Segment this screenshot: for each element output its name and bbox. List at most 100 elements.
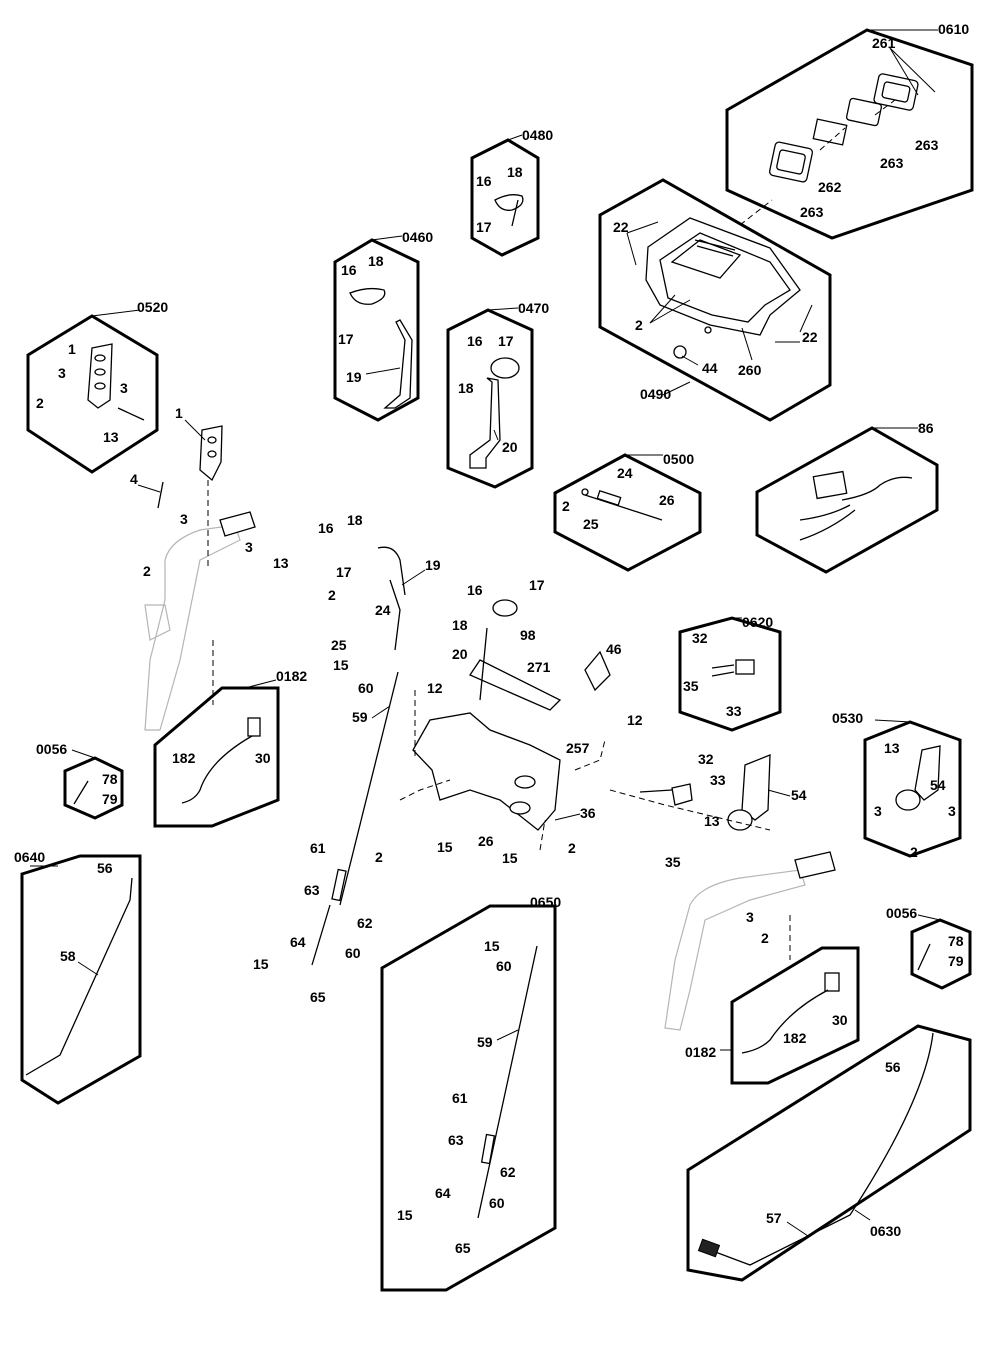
group-code-0056: 0056 bbox=[36, 741, 67, 757]
callout-182: 182 bbox=[172, 750, 196, 766]
group-code-86: 86 bbox=[918, 420, 934, 436]
callout-4: 4 bbox=[130, 471, 138, 487]
callout-65: 65 bbox=[455, 1240, 471, 1256]
callout-22: 22 bbox=[613, 219, 629, 235]
callout-263: 263 bbox=[800, 204, 824, 220]
callout-271: 271 bbox=[527, 659, 551, 675]
callout-35: 35 bbox=[683, 678, 699, 694]
group-0620: 0620 32 35 33 bbox=[678, 614, 782, 732]
group-0470: 0470 16 17 18 20 bbox=[446, 300, 549, 489]
callout-18: 18 bbox=[347, 512, 363, 528]
group-0530: 0530 13 54 3 3 2 bbox=[832, 710, 962, 860]
callout-3: 3 bbox=[120, 380, 128, 396]
callout-19: 19 bbox=[425, 557, 441, 573]
callout-2: 2 bbox=[635, 317, 643, 333]
group-code-0610: 0610 bbox=[938, 21, 969, 37]
callout-1: 1 bbox=[68, 341, 76, 357]
callout-46: 46 bbox=[606, 641, 622, 657]
connector-line bbox=[739, 199, 773, 226]
group-0500: 0500 24 2 26 25 bbox=[553, 451, 702, 572]
callout-15: 15 bbox=[397, 1207, 413, 1223]
callout-56: 56 bbox=[97, 860, 113, 876]
callout-3: 3 bbox=[948, 803, 956, 819]
callout-59: 59 bbox=[477, 1034, 493, 1050]
callout-60: 60 bbox=[496, 958, 512, 974]
callout-17: 17 bbox=[529, 577, 545, 593]
callout-24: 24 bbox=[617, 465, 633, 481]
callout-25: 25 bbox=[331, 637, 347, 653]
callout-32: 32 bbox=[698, 751, 714, 767]
callout-263: 263 bbox=[880, 155, 904, 171]
callout-30: 30 bbox=[832, 1012, 848, 1028]
group-code-0620: 0620 bbox=[742, 614, 773, 630]
callout-33: 33 bbox=[710, 772, 726, 788]
callout-32: 32 bbox=[692, 630, 708, 646]
callout-64: 64 bbox=[290, 934, 306, 950]
callout-65: 65 bbox=[310, 989, 326, 1005]
callout-18: 18 bbox=[458, 380, 474, 396]
group-0056-right: 0056 78 79 bbox=[886, 905, 972, 990]
callout-262: 262 bbox=[818, 179, 842, 195]
callout-18: 18 bbox=[452, 617, 468, 633]
group-0460: 0460 16 18 17 19 bbox=[333, 229, 433, 422]
callout-56: 56 bbox=[885, 1059, 901, 1075]
group-0520: 0520 1 3 3 2 13 bbox=[26, 299, 168, 474]
callout-13: 13 bbox=[273, 555, 289, 571]
callout-3: 3 bbox=[746, 909, 754, 925]
callout-15: 15 bbox=[502, 850, 518, 866]
group-code-0182: 0182 bbox=[276, 668, 307, 684]
callout-15: 15 bbox=[484, 938, 500, 954]
group-86: 86 bbox=[755, 420, 939, 574]
callout-182: 182 bbox=[783, 1030, 807, 1046]
group-code-0490: 0490 bbox=[640, 386, 671, 402]
callout-3: 3 bbox=[874, 803, 882, 819]
callout-60: 60 bbox=[345, 945, 361, 961]
callout-98: 98 bbox=[520, 627, 536, 643]
group-code-0530: 0530 bbox=[832, 710, 863, 726]
callout-13: 13 bbox=[704, 813, 720, 829]
callout-2: 2 bbox=[761, 930, 769, 946]
callout-79: 79 bbox=[102, 791, 118, 807]
callout-15: 15 bbox=[333, 657, 349, 673]
callout-17: 17 bbox=[498, 333, 514, 349]
callout-13: 13 bbox=[103, 429, 119, 445]
callout-26: 26 bbox=[478, 833, 494, 849]
callout-35: 35 bbox=[665, 854, 681, 870]
group-code-0640: 0640 bbox=[14, 849, 45, 865]
callout-61: 61 bbox=[310, 840, 326, 856]
callout-58: 58 bbox=[60, 948, 76, 964]
callout-54: 54 bbox=[930, 777, 946, 793]
callout-260: 260 bbox=[738, 362, 762, 378]
group-0480: 0480 16 18 17 bbox=[470, 127, 553, 257]
callout-78: 78 bbox=[102, 771, 118, 787]
callout-44: 44 bbox=[702, 360, 718, 376]
callout-24: 24 bbox=[375, 602, 391, 618]
callout-13: 13 bbox=[884, 740, 900, 756]
callout-64: 64 bbox=[435, 1185, 451, 1201]
callout-19: 19 bbox=[346, 369, 362, 385]
callout-257: 257 bbox=[566, 740, 590, 756]
group-0182-left: 0182 182 30 bbox=[153, 668, 307, 828]
callout-1: 1 bbox=[175, 405, 183, 421]
callout-61: 61 bbox=[452, 1090, 468, 1106]
callout-263: 263 bbox=[915, 137, 939, 153]
callout-33: 33 bbox=[726, 703, 742, 719]
callout-25: 25 bbox=[583, 516, 599, 532]
group-0182-right: 0182 182 30 bbox=[685, 946, 860, 1085]
callout-16: 16 bbox=[318, 520, 334, 536]
callout-2: 2 bbox=[328, 587, 336, 603]
callout-57: 57 bbox=[766, 1210, 782, 1226]
callout-3: 3 bbox=[180, 511, 188, 527]
callout-54: 54 bbox=[791, 787, 807, 803]
callout-2: 2 bbox=[143, 563, 151, 579]
callout-17: 17 bbox=[338, 331, 354, 347]
group-code-0630: 0630 bbox=[870, 1223, 901, 1239]
group-code-0500: 0500 bbox=[663, 451, 694, 467]
group-0056-left: 0056 78 79 bbox=[36, 741, 124, 820]
callout-78: 78 bbox=[948, 933, 964, 949]
main-assembly: 1 4 3 2 3 13 16 18 17 19 2 24 25 15 60 5… bbox=[130, 405, 836, 1031]
callout-17: 17 bbox=[336, 564, 352, 580]
callout-63: 63 bbox=[448, 1132, 464, 1148]
group-0640: 0640 56 58 bbox=[14, 849, 142, 1105]
callout-2: 2 bbox=[375, 849, 383, 865]
